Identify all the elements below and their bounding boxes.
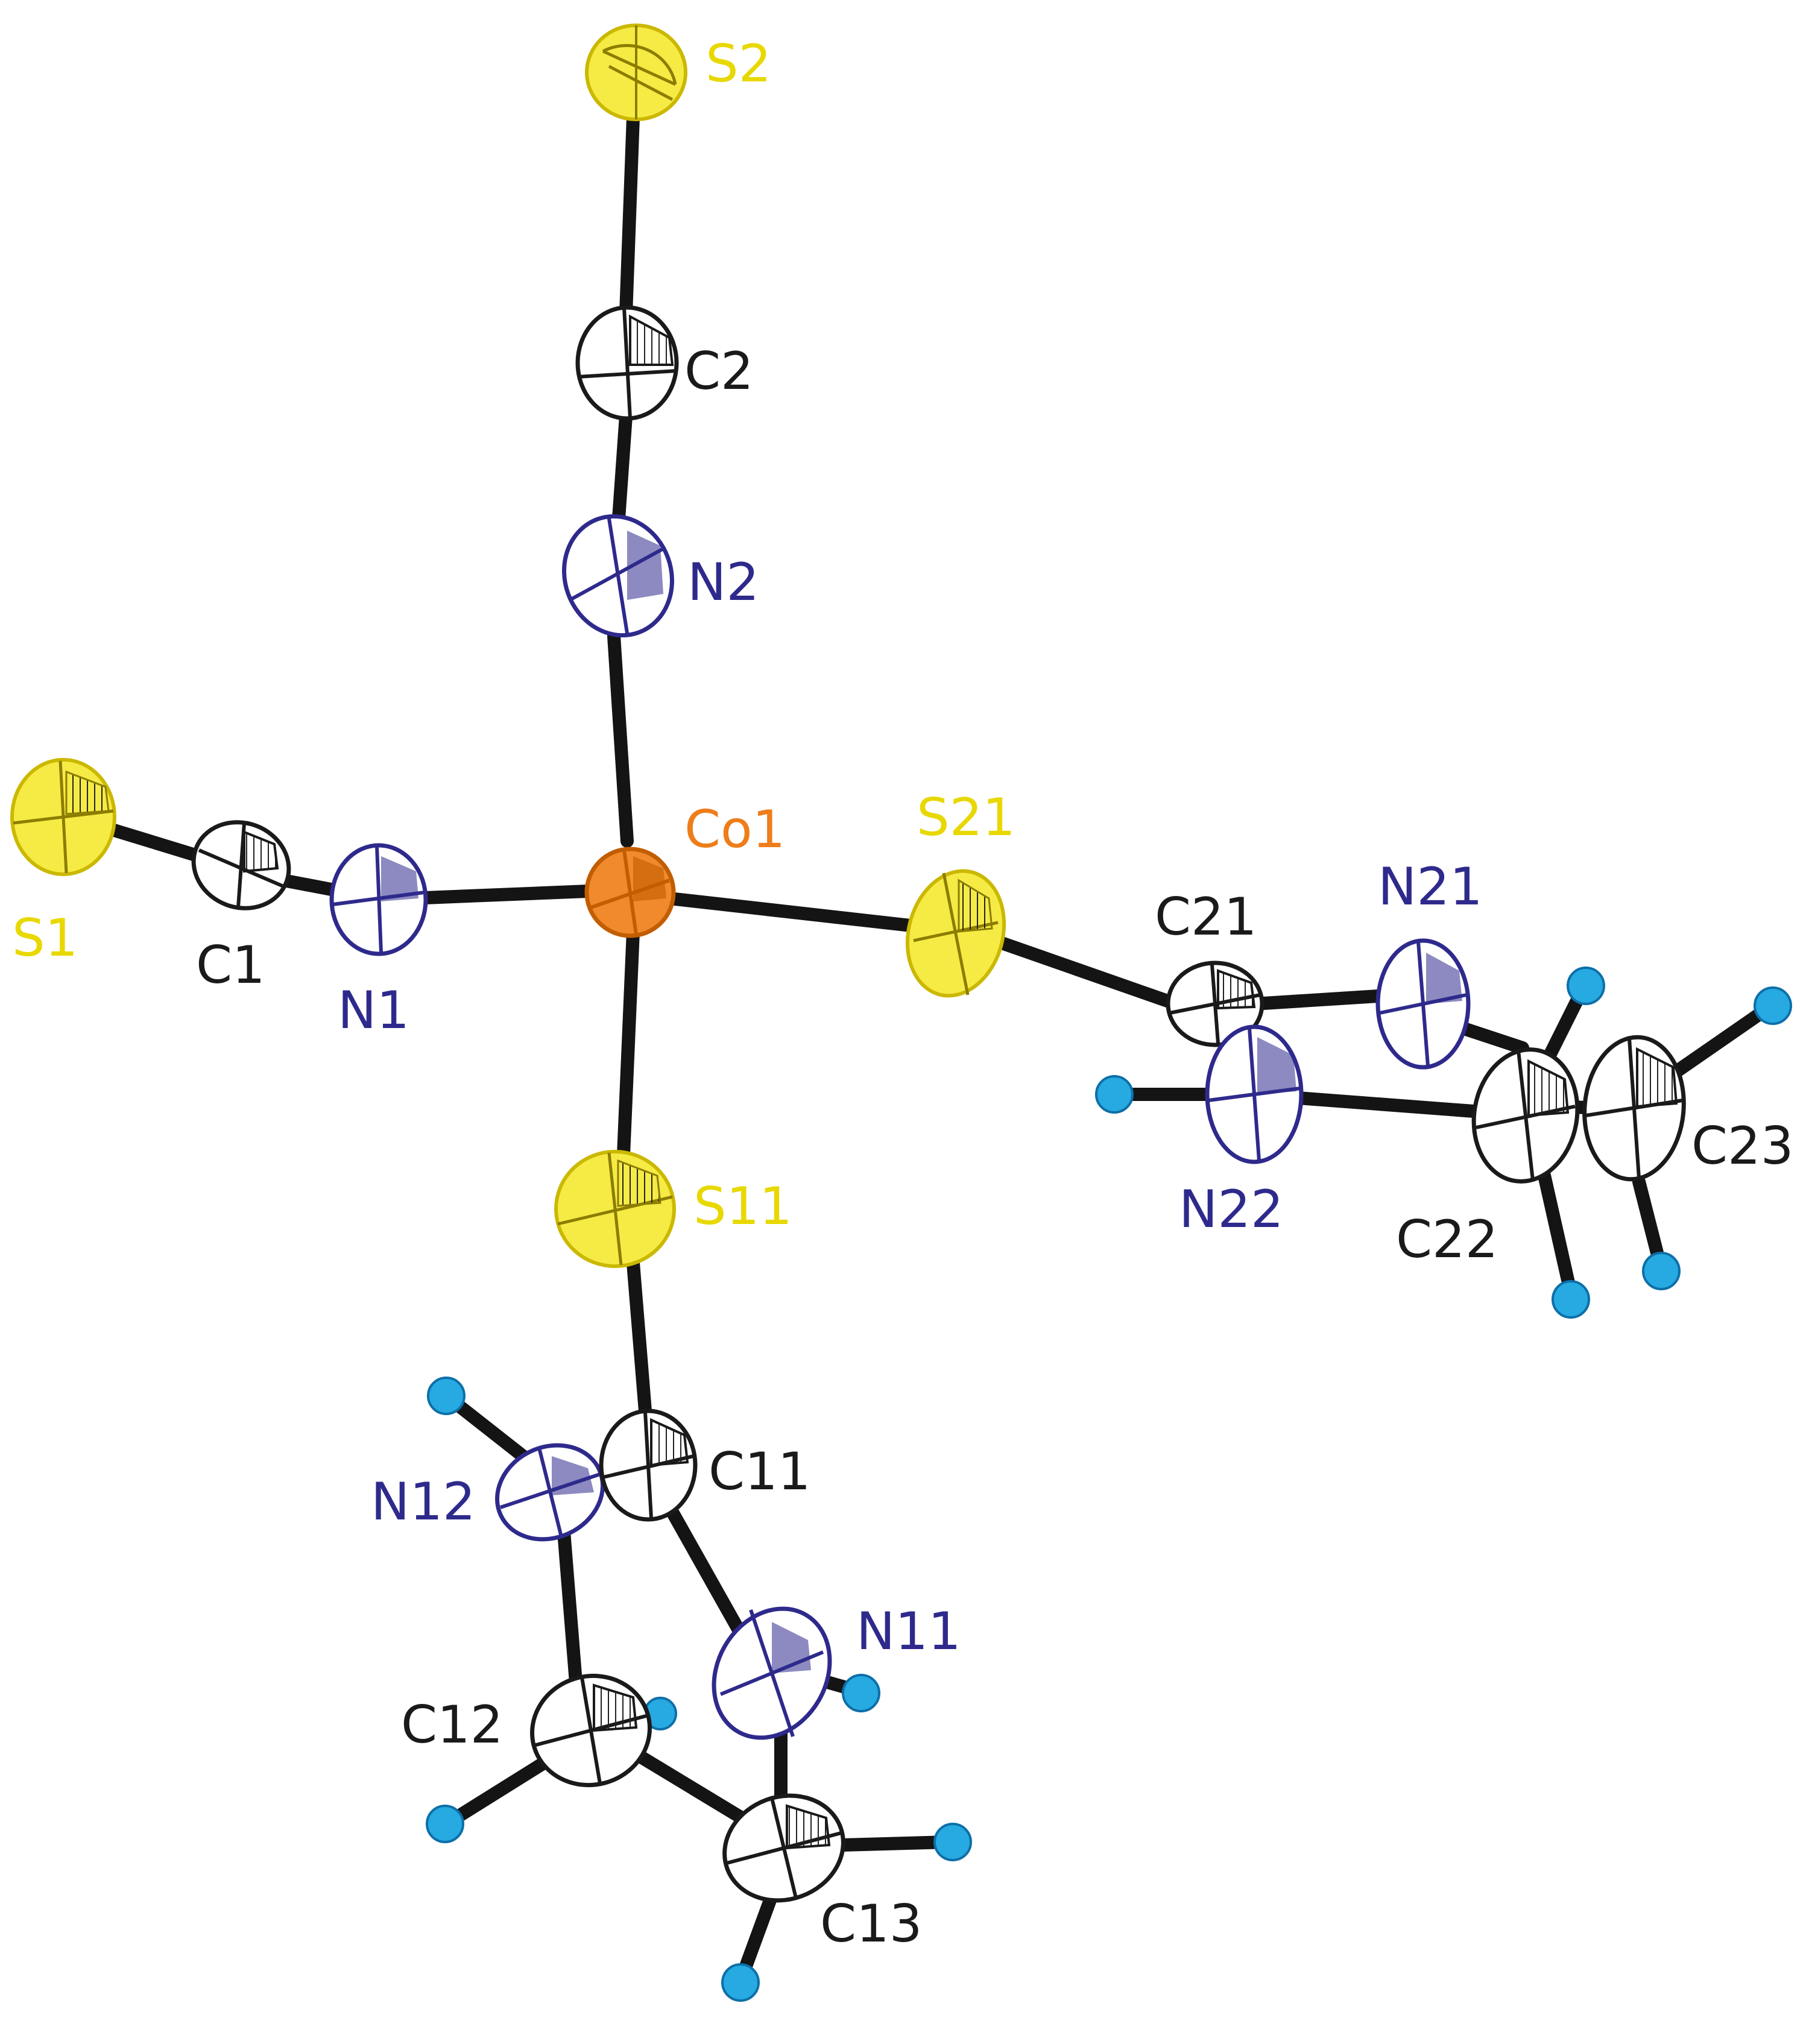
label-c11: C11 [709,1442,810,1502]
bond-c13-h-b [735,1881,781,1984]
atom-s11 [554,1150,676,1268]
bond-co1-s11 [617,925,640,1161]
heavy-atoms [10,24,1686,1903]
bond-s21-c21 [988,934,1182,1011]
bond-s11-c11 [627,1257,652,1418]
label-s11: S11 [693,1176,792,1237]
atom-s1 [10,758,116,876]
atom-labels: S2 C2 N2 Co1 S21 S1 C1 N1 C21 N21 N22 C2… [12,34,1793,1954]
atom-s21 [905,869,1006,998]
label-n22: N22 [1179,1179,1284,1240]
label-c13: C13 [820,1894,922,1954]
atom-n22 [1205,1024,1304,1164]
bond-c13-h-a [835,1835,956,1852]
atom-n21 [1375,938,1471,1070]
bond-n1-co1 [403,885,595,905]
hydrogen-n22 [1095,1075,1134,1114]
atom-c22 [1471,1047,1580,1184]
label-n1: N1 [338,980,409,1041]
hydrogen-c13 [933,1823,972,1861]
label-co1: Co1 [684,800,785,860]
bond-n12-c12 [557,1525,582,1689]
label-s2: S2 [706,34,771,94]
atom-s2 [585,24,687,121]
label-s21: S21 [917,787,1015,848]
atom-co1 [584,847,676,938]
label-c23: C23 [1691,1116,1793,1176]
atom-n12 [494,1443,605,1542]
hydrogen-c12 [426,1805,464,1843]
bond-c12-c13 [620,1742,748,1825]
atom-c13 [722,1793,845,1903]
label-n12: N12 [371,1472,476,1532]
bond-c12-h [440,1757,549,1831]
bond-c21-n21 [1248,989,1384,1011]
bond-n22-c22 [1284,1091,1496,1119]
atom-c11 [599,1408,698,1522]
hydrogen-n11 [842,1674,880,1712]
bond-c11-n11 [660,1495,754,1653]
hydrogen-c23-a [1754,986,1792,1025]
atom-c12 [530,1673,652,1788]
atom-c23 [1582,1035,1686,1182]
hydrogen-c22-a [1567,967,1605,1005]
bond-c22-h-b [1537,1166,1577,1300]
bond-c2-n2 [612,409,633,525]
label-c1: C1 [196,935,265,995]
hydrogen-n12 [427,1377,466,1415]
hydrogen-atoms [426,967,1792,2002]
hydrogen-c13-b [721,1963,760,2002]
bond-s2-c2 [619,111,640,320]
label-c21: C21 [1155,887,1257,947]
bond-co1-s21 [663,892,917,932]
label-s1: S1 [12,908,78,968]
atom-c1 [191,820,291,910]
bond-n2-co1 [607,629,634,848]
atom-n11 [712,1606,832,1740]
label-c2: C2 [684,341,754,402]
hydrogen-c22-b [1552,1280,1590,1319]
atom-n2 [562,514,674,638]
bonds [90,111,1776,1984]
label-c22: C22 [1396,1210,1498,1270]
label-n2: N2 [687,552,759,613]
label-n21: N21 [1378,857,1483,917]
label-c12: C12 [401,1695,503,1755]
atom-c21 [1166,960,1264,1047]
label-n11: N11 [856,1601,961,1662]
hydrogen-c23-b [1642,1252,1681,1290]
atom-c2 [575,305,679,421]
atom-n1 [329,843,428,956]
